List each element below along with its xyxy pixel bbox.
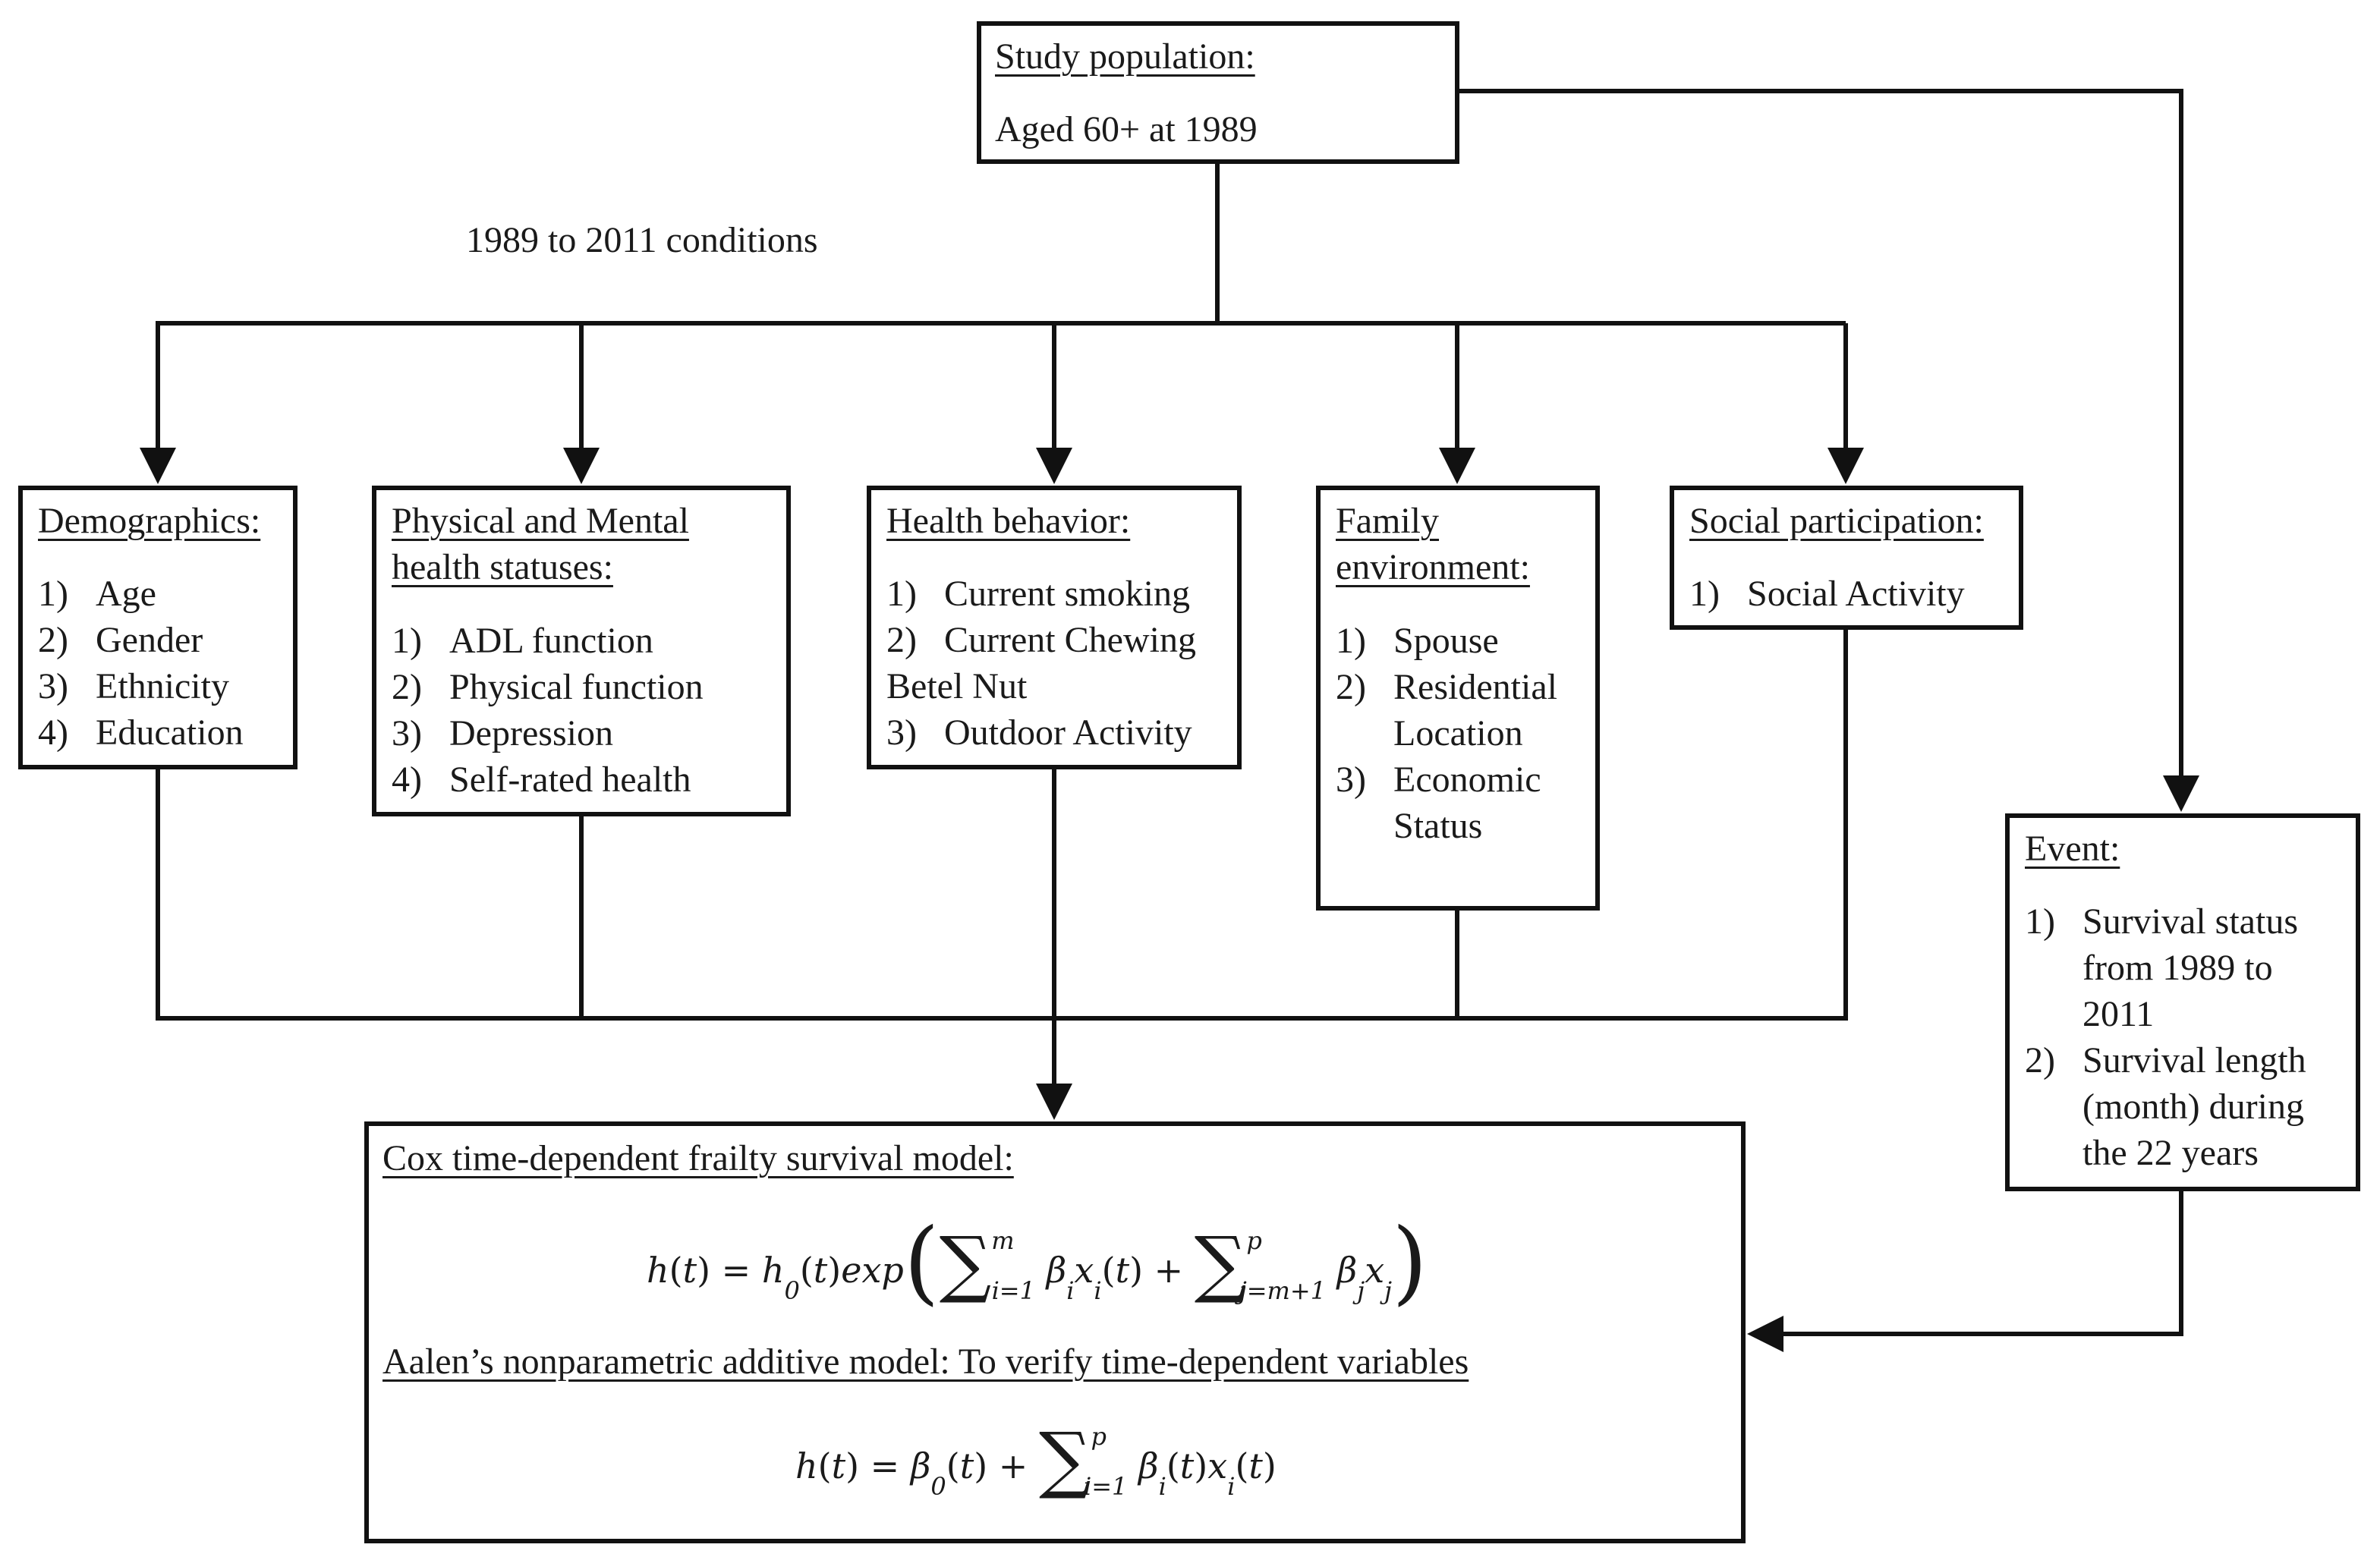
- list-item: 1)Age: [38, 574, 156, 614]
- list-item: 2)Residential Location: [1336, 667, 1557, 753]
- family-environment-list: 1)Spouse 2)Residential Location 3)Econom…: [1336, 618, 1579, 849]
- demographics-box: [18, 486, 298, 769]
- health-status-box: [372, 486, 791, 816]
- list-item: 3)Outdoor Activity: [886, 712, 1192, 753]
- list-item: 2)Current Chewing Betel Nut: [886, 620, 1196, 706]
- list-item: 1)Current smoking: [886, 574, 1190, 614]
- aalen-model-heading: Aalen’s nonparametric additive model: To…: [382, 1342, 1469, 1382]
- health-status-heading-line1: Physical and Mental: [392, 501, 689, 541]
- social-participation-heading: Social participation:: [1689, 501, 1984, 541]
- list-item: 2)Gender: [38, 620, 203, 660]
- list-item: 4)Education: [38, 712, 244, 753]
- list-item: 1)Spouse: [1336, 621, 1499, 661]
- model-box: [364, 1121, 1746, 1543]
- list-item: 3)Ethnicity: [38, 666, 229, 706]
- list-item: 3)Economic Status: [1336, 760, 1541, 846]
- event-list: 1)Survival status from 1989 to 2011 2)Su…: [2025, 898, 2344, 1176]
- study-population-box: [977, 21, 1459, 164]
- health-status-list: 1)ADL function 2)Physical function 3)Dep…: [392, 618, 704, 803]
- health-behavior-box: [867, 486, 1242, 769]
- list-item: 1)ADL function: [392, 621, 653, 661]
- list-item: 1)Social Activity: [1689, 574, 1965, 614]
- list-item: 2)Survival length (month) during the 22 …: [2025, 1040, 2306, 1173]
- family-environment-box: [1316, 486, 1600, 911]
- health-behavior-list: 1)Current smoking 2)Current Chewing Bete…: [886, 571, 1205, 756]
- cox-formula: h(t) = h0(t)exp(∑mi=1 βixi(t) + ∑pj=m+1 …: [647, 1209, 1428, 1315]
- list-item: 3)Depression: [392, 713, 613, 753]
- health-status-heading-line2: health statuses:: [392, 547, 613, 587]
- demographics-heading: Demographics:: [38, 501, 261, 541]
- event-box: [2005, 813, 2360, 1191]
- study-population-heading: Study population:: [995, 36, 1255, 77]
- family-environment-heading-line1: Family: [1336, 501, 1440, 541]
- list-item: 2)Physical function: [392, 667, 704, 707]
- health-behavior-heading: Health behavior:: [886, 501, 1131, 541]
- social-participation-list: 1)Social Activity: [1689, 571, 1965, 617]
- list-item: 4)Self-rated health: [392, 760, 691, 800]
- arrow-event-to-model: [1747, 1188, 2183, 1352]
- list-item: 1)Survival status from 1989 to 2011: [2025, 901, 2298, 1034]
- cox-model-heading: Cox time-dependent frailty survival mode…: [382, 1138, 1014, 1178]
- conditions-label: 1989 to 2011 conditions: [466, 220, 818, 260]
- family-environment-heading-line2: environment:: [1336, 547, 1530, 587]
- study-population-text: Aged 60+ at 1989: [995, 109, 1258, 149]
- social-participation-box: [1670, 486, 2023, 630]
- aalen-formula: h(t) = β0(t) + ∑pi=1 βi(t)xi(t): [795, 1417, 1277, 1502]
- arrow-to-event: [1457, 89, 2199, 812]
- event-heading: Event:: [2025, 829, 2120, 869]
- demographics-list: 1)Age 2)Gender 3)Ethnicity 4)Education: [38, 571, 244, 756]
